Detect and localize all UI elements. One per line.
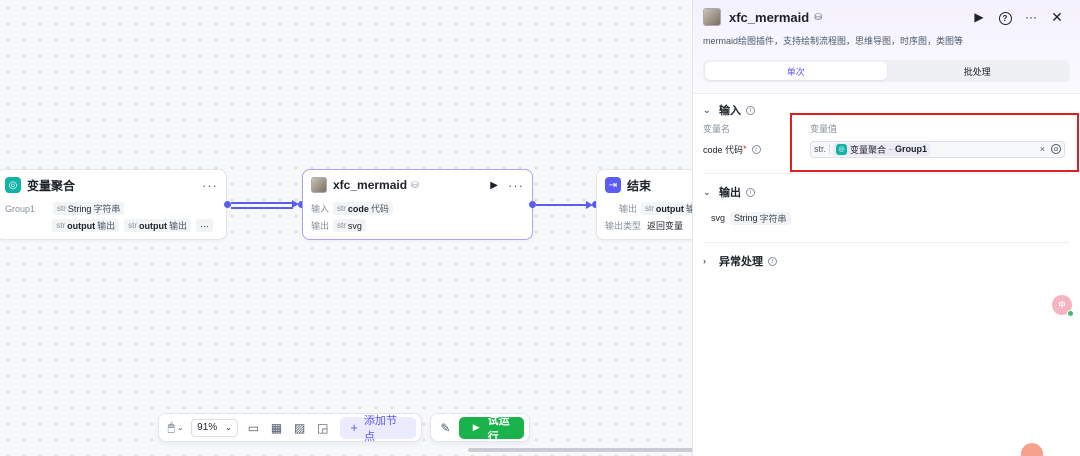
minimap-icon[interactable]: ◲ (317, 420, 329, 435)
info-icon[interactable]: i (751, 144, 761, 154)
node-row-output: 输出 str svg (303, 217, 532, 234)
run-toolbar: ✎ ▶ 试运行 (430, 413, 530, 443)
plugin-badge-icon: ⛁ (411, 179, 419, 190)
input-param-row: code 代码 * i str. ◎ 变量聚合 - Group1 × ⊙ (693, 139, 1080, 159)
mouse-mode-icon[interactable]: 🖱︎⌄ (167, 420, 184, 434)
node-row-input: 输入 str code 代码 (303, 200, 532, 217)
variable-value-input[interactable]: str. ◎ 变量聚合 - Group1 × ⊙ (810, 140, 1065, 158)
panel-title: xfc_mermaid (729, 9, 810, 25)
test-run-button[interactable]: ▶ 试运行 (458, 415, 524, 443)
help-icon[interactable]: ? (992, 10, 1018, 25)
play-icon: ▶ (472, 422, 480, 432)
output-var-name: svg (711, 213, 726, 223)
tab-batch[interactable]: 批处理 (963, 66, 991, 77)
canvas-toolbar: 🖱︎⌄ 91% ⌄ ▭ ▦ ▨ ◲ + 添加节点 (158, 413, 422, 443)
run-node-icon[interactable]: ▶ (490, 179, 498, 191)
value-type: str. (814, 144, 831, 154)
image-icon[interactable]: ▨ (294, 420, 306, 435)
node-header: ⇥ 结束 (597, 170, 735, 200)
info-icon[interactable]: i (746, 105, 755, 115)
run-icon[interactable]: ▶ (974, 10, 984, 24)
param-name: code 代码 * i (703, 143, 810, 156)
edge-line (231, 207, 293, 209)
chevron-right-icon: › (703, 256, 706, 266)
avatar[interactable] (1021, 443, 1043, 456)
node-header: ◎ 变量聚合 ··· (0, 170, 226, 200)
chevron-down-icon: ⌄ (703, 104, 711, 115)
aggregate-icon: ◎ (836, 143, 848, 155)
port-in[interactable] (592, 201, 599, 208)
output-section-header[interactable]: ⌄ 输出 i (693, 182, 1080, 202)
edge-arrow (292, 200, 299, 208)
node-config-panel: xfc_mermaid ⛁ ▶ ? ··· ✕ mermaid绘图插件，支持绘制… (692, 0, 1080, 456)
end-icon: ⇥ (605, 177, 621, 193)
panel-header: xfc_mermaid ⛁ ▶ ? ··· ✕ (693, 0, 1080, 34)
node-header: xfc_mermaid ⛁ ▶ ··· (303, 170, 532, 200)
panel-header-area: xfc_mermaid ⛁ ▶ ? ··· ✕ mermaid绘图插件，支持绘制… (693, 0, 1080, 94)
tab-single[interactable]: 单次 (705, 62, 887, 80)
variable-reference[interactable]: ◎ 变量聚合 - Group1 (833, 142, 931, 156)
edge-line (231, 202, 293, 204)
clear-icon[interactable]: × (1039, 144, 1045, 154)
info-icon[interactable]: i (768, 256, 777, 266)
online-status-dot (1067, 310, 1074, 317)
output-tag: str output 输出 (124, 219, 191, 232)
workflow-canvas[interactable]: ◎ 变量聚合 ··· Group1 str String 字符串 str out… (0, 0, 736, 456)
input-section-header[interactable]: ⌄ 输入 i (693, 100, 1080, 120)
highlight-annotation (790, 113, 1079, 172)
error-handling-section-header[interactable]: › 异常处理 i (693, 251, 1080, 271)
node-title: 结束 (627, 178, 652, 193)
type-tag: str String 字符串 (53, 202, 125, 215)
group-label: Group1 (5, 203, 36, 214)
node-mermaid[interactable]: xfc_mermaid ⛁ ▶ ··· 输入 str code 代码 输出 st… (302, 169, 533, 240)
more-icon[interactable]: ··· (1025, 10, 1037, 24)
node-row-group: Group1 str String 字符串 (0, 200, 226, 217)
edge-line (536, 204, 587, 206)
node-row-outputs: str output 输出 str output 输出 ··· (0, 217, 226, 234)
output-var-row: svg String 字符串 (693, 208, 1080, 228)
zoom-select[interactable]: 91% ⌄ (191, 418, 238, 437)
more-outputs-icon[interactable]: ··· (196, 219, 213, 232)
aggregate-icon: ◎ (5, 177, 21, 193)
port-out[interactable] (529, 201, 536, 208)
port-out[interactable] (224, 201, 231, 208)
zoom-value: 91% (197, 422, 218, 433)
plugin-avatar-icon (311, 177, 327, 193)
node-title: 变量聚合 (27, 178, 76, 193)
node-title: xfc_mermaid (333, 178, 408, 192)
output-tag: str svg (333, 219, 366, 232)
brush-icon[interactable]: ✎ (440, 420, 451, 435)
plugin-avatar-icon (703, 8, 721, 26)
panel-description: mermaid绘图插件，支持绘制流程图，思维导图，时序图，类图等 (703, 36, 964, 46)
edge-arrow (586, 201, 593, 209)
add-node-button[interactable]: + 添加节点 (340, 415, 416, 443)
more-icon[interactable]: ··· (202, 177, 218, 193)
input-grid-header: 变量名 变量值 (703, 124, 838, 134)
output-type-tag: String 字符串 (730, 211, 791, 225)
plugin-badge-icon: ⛁ (814, 11, 822, 22)
input-tag: str code 代码 (333, 202, 393, 215)
node-row-output-kind: 输出类型 返回变量 (605, 221, 684, 231)
assistant-float-button[interactable]: 中 (1052, 295, 1074, 317)
more-icon[interactable]: ··· (508, 177, 524, 193)
mode-tabs: 单次 批处理 (703, 60, 1070, 82)
plus-icon: + (350, 420, 359, 435)
horizontal-scrollbar[interactable] (468, 448, 698, 452)
close-icon[interactable]: ✕ (1051, 8, 1063, 25)
chevron-down-icon: ⌄ (225, 423, 232, 432)
chevron-down-icon: ⌄ (703, 186, 711, 197)
info-icon[interactable]: i (746, 187, 755, 197)
comment-icon[interactable]: ▭ (247, 420, 260, 435)
output-tag: str output 输出 (52, 219, 120, 232)
variable-picker-icon[interactable]: ⊙ (1051, 144, 1061, 154)
node-variable-aggregate[interactable]: ◎ 变量聚合 ··· Group1 str String 字符串 str out… (0, 169, 227, 240)
layout-grid-icon[interactable]: ▦ (270, 420, 283, 435)
port-in[interactable] (298, 201, 305, 208)
